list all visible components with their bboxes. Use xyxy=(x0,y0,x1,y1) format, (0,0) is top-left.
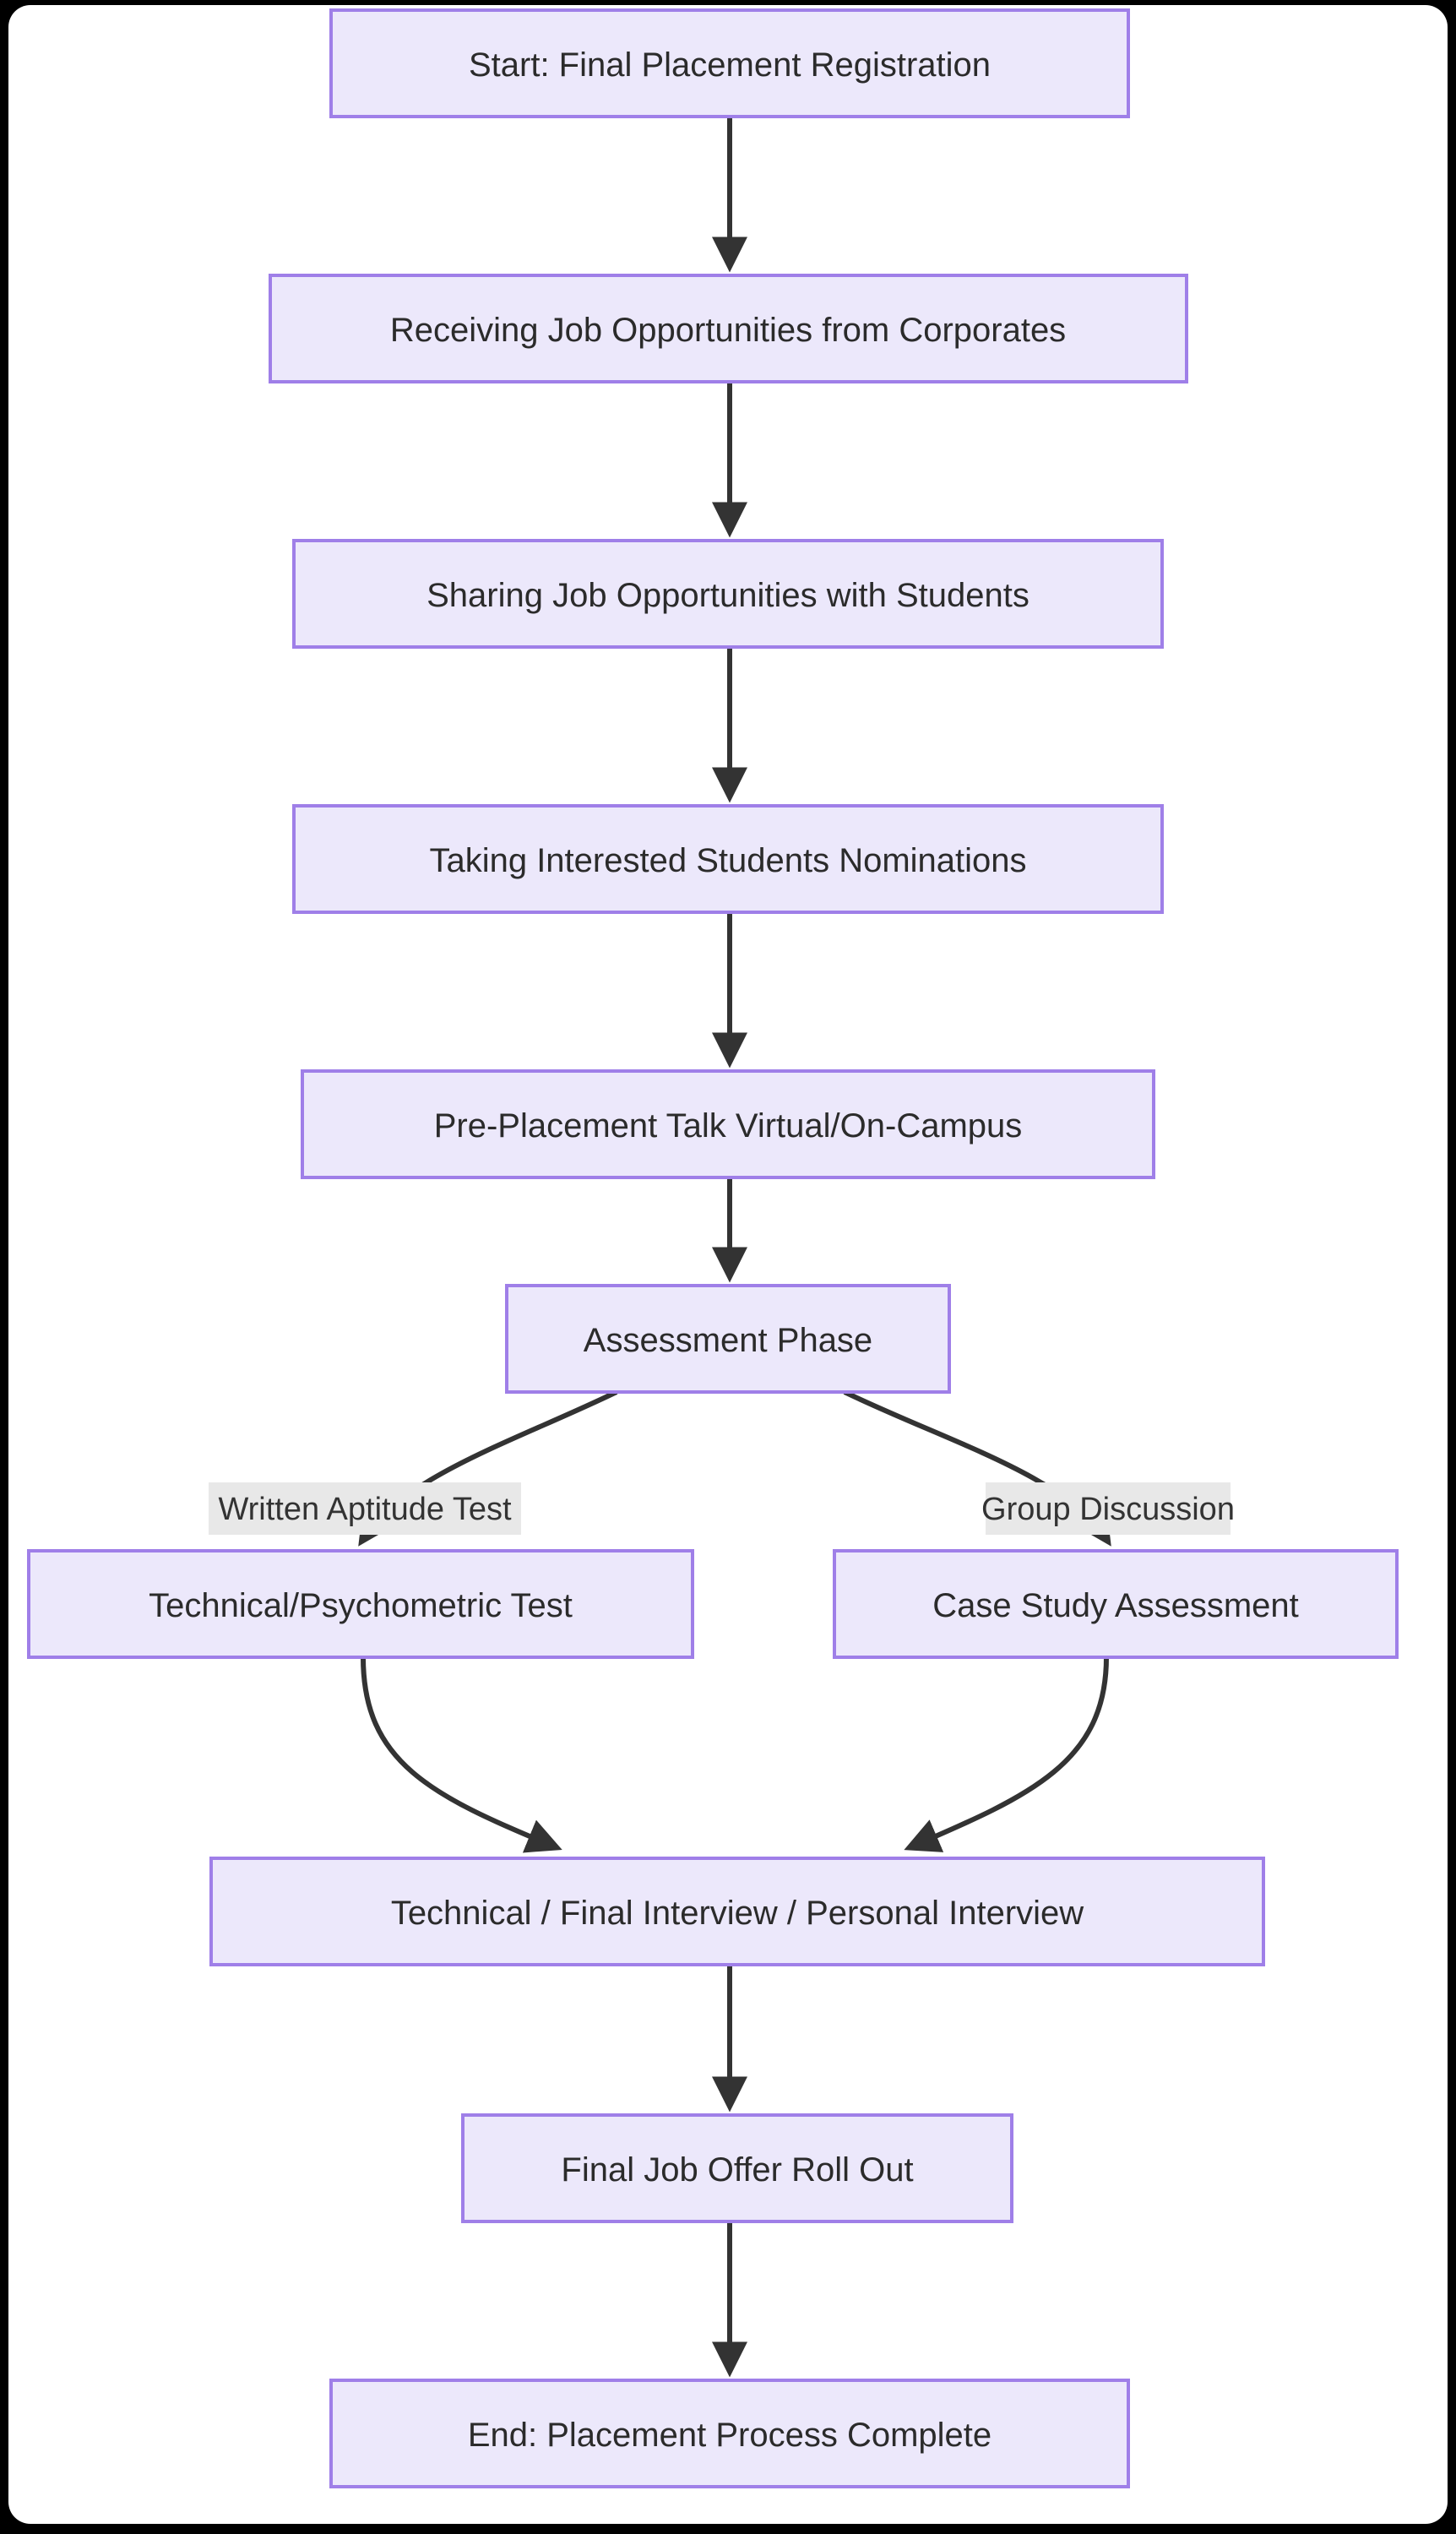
node-start[interactable]: Start: Final Placement Registration xyxy=(329,8,1130,118)
edge-casestudy-to-interview xyxy=(904,1656,1109,1852)
node-technical-psychometric-test-label: Technical/Psychometric Test xyxy=(149,1587,573,1624)
node-nominations-label: Taking Interested Students Nominations xyxy=(429,842,1026,879)
edges-layer xyxy=(358,117,1111,2378)
node-pre-placement-talk-box[interactable] xyxy=(301,1069,1155,1179)
edge-label-written-aptitude-test-text: Written Aptitude Test xyxy=(218,1492,512,1527)
node-assessment-phase[interactable]: Assessment Phase xyxy=(505,1284,951,1394)
node-final-job-offer[interactable]: Final Job Offer Roll Out xyxy=(461,2113,1013,2223)
edge-technical-to-interview xyxy=(361,1656,562,1853)
node-start-label: Start: Final Placement Registration xyxy=(469,46,991,84)
node-end-box[interactable] xyxy=(329,2379,1130,2488)
node-nominations[interactable]: Taking Interested Students Nominations xyxy=(292,804,1164,914)
node-sharing-label: Sharing Job Opportunities with Students xyxy=(426,577,1030,614)
node-sharing[interactable]: Sharing Job Opportunities with Students xyxy=(292,539,1164,649)
edge-label-group-discussion: Group Discussion xyxy=(981,1482,1235,1535)
node-assessment-phase-label: Assessment Phase xyxy=(584,1322,872,1359)
node-case-study-assessment-box[interactable] xyxy=(833,1549,1399,1659)
node-start-box[interactable] xyxy=(329,8,1130,118)
node-pre-placement-talk-label: Pre-Placement Talk Virtual/On-Campus xyxy=(434,1107,1023,1145)
node-assessment-phase-box[interactable] xyxy=(505,1284,951,1394)
node-case-study-assessment-label: Case Study Assessment xyxy=(932,1587,1299,1624)
node-receiving[interactable]: Receiving Job Opportunities from Corpora… xyxy=(269,274,1188,383)
node-end[interactable]: End: Placement Process Complete xyxy=(329,2379,1130,2488)
edge-label-written-aptitude-test-bg xyxy=(209,1482,521,1535)
node-final-job-offer-box[interactable] xyxy=(461,2113,1013,2223)
edge-label-group-discussion-bg xyxy=(986,1482,1231,1535)
node-end-label: End: Placement Process Complete xyxy=(468,2417,991,2454)
node-receiving-label: Receiving Job Opportunities from Corpora… xyxy=(390,312,1066,349)
node-sharing-box[interactable] xyxy=(292,539,1164,649)
node-technical-psychometric-test-box[interactable] xyxy=(27,1549,694,1659)
node-interview[interactable]: Technical / Final Interview / Personal I… xyxy=(209,1857,1265,1966)
node-technical-psychometric-test[interactable]: Technical/Psychometric Test xyxy=(27,1549,694,1659)
node-nominations-box[interactable] xyxy=(292,804,1164,914)
edge-label-group-discussion-text: Group Discussion xyxy=(981,1492,1235,1527)
flowchart-svg: Start: Final Placement Registration Rece… xyxy=(27,8,1399,2488)
node-case-study-assessment[interactable]: Case Study Assessment xyxy=(833,1549,1399,1659)
node-interview-box[interactable] xyxy=(209,1857,1265,1966)
edge-label-written-aptitude-test: Written Aptitude Test xyxy=(209,1482,521,1535)
node-interview-label: Technical / Final Interview / Personal I… xyxy=(391,1895,1084,1932)
diagram-canvas: Start: Final Placement Registration Rece… xyxy=(8,5,1448,2524)
node-pre-placement-talk[interactable]: Pre-Placement Talk Virtual/On-Campus xyxy=(301,1069,1155,1179)
node-final-job-offer-label: Final Job Offer Roll Out xyxy=(561,2151,913,2189)
node-receiving-box[interactable] xyxy=(269,274,1188,383)
